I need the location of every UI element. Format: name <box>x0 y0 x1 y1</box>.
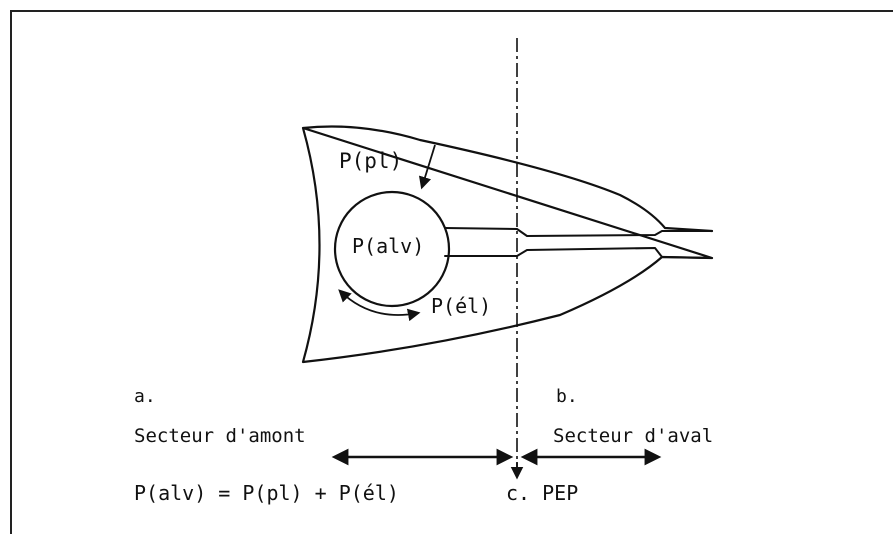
upstream-sector-label: Secteur d'amont <box>134 425 306 447</box>
label-b: b. <box>556 386 578 407</box>
pleural-pressure-label: P(pl) <box>339 149 402 173</box>
pleural-pressure-arrow <box>418 144 436 190</box>
airway-upper <box>444 227 713 237</box>
airway-lower <box>444 247 713 259</box>
elastic-pressure-label: P(él) <box>431 294 491 318</box>
downstream-sector-label: Secteur d'aval <box>553 425 713 447</box>
pressure-equation: P(alv) = P(pl) + P(él) <box>134 481 399 505</box>
alveolar-pressure-label: P(alv) <box>352 234 424 258</box>
label-a: a. <box>134 386 156 407</box>
equal-pressure-point-label: c. PEP <box>506 481 578 505</box>
outer-outline <box>301 125 714 364</box>
elastic-recoil-arrow <box>338 289 421 322</box>
figure-frame <box>10 10 893 534</box>
